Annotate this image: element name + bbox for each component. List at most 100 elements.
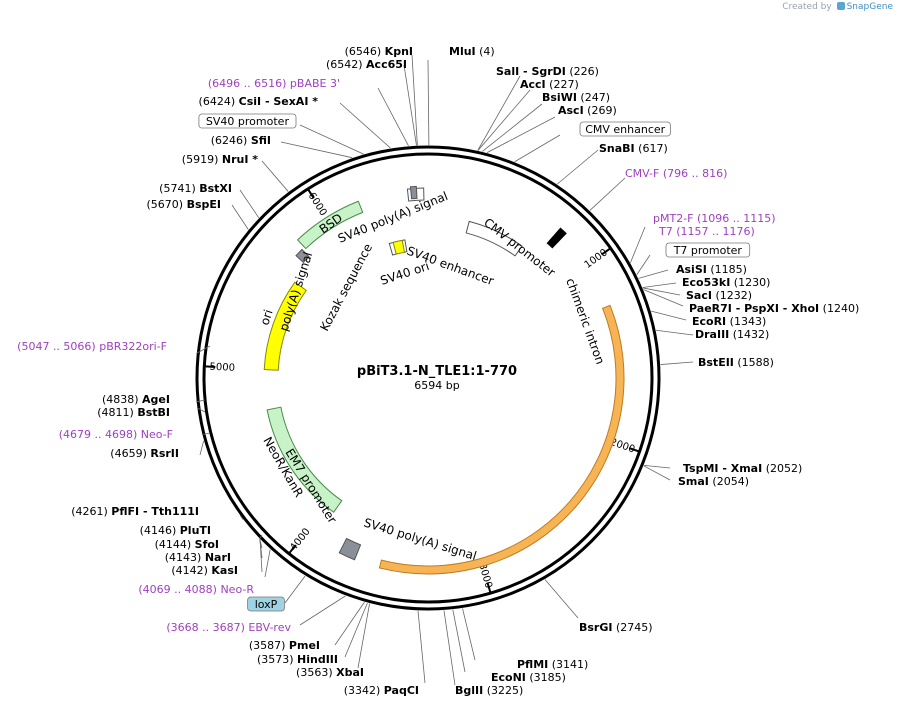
site-label: (4659) RsrII [110, 447, 179, 460]
site-text: (4811) BstBI [97, 406, 170, 419]
site-label: AscI (269) [558, 104, 617, 117]
leader-line [199, 440, 205, 456]
tick-label: 6000 [306, 191, 329, 218]
snapgene-credit: Created by SnapGene [782, 2, 893, 12]
leader-line [239, 189, 260, 219]
site-label: (4146) PluTI [140, 524, 211, 537]
site-text: BsiWI (247) [542, 91, 610, 104]
site-text: (5741) BstXI [159, 182, 232, 195]
site-text: (3573) HindIII [257, 653, 338, 666]
site-text: AsiSI (1185) [676, 263, 747, 276]
feature-ori [263, 281, 307, 371]
site-label: BstEII (1588) [698, 356, 774, 369]
site-text: PaeR7I - PspXI - XhoI (1240) [689, 302, 859, 315]
site-text: SalI - SgrDI (226) [496, 65, 599, 78]
site-box-text: loxP [255, 598, 278, 611]
site-text: (5919) NruI * [182, 153, 258, 166]
site-label: MluI (4) [449, 45, 495, 58]
leader-line [443, 610, 456, 686]
site-label: EcoNI (3185) [491, 671, 566, 684]
site-text: pMT2-F (1096 .. 1115) [653, 212, 776, 225]
site-label: AsiSI (1185) [676, 263, 747, 276]
leader-line [231, 204, 249, 230]
leader-line [201, 432, 211, 435]
tick-mark [628, 447, 639, 453]
inner-label-sv40-pa-bottom: SV40 poly(A) signal [362, 515, 478, 563]
site-label: CMV enhancer [579, 121, 671, 137]
tick-label: 5000 [209, 362, 235, 374]
site-label: SalI - SgrDI (226) [496, 65, 599, 78]
site-label: (5670) BspEI [147, 198, 222, 211]
site-label: (6496 .. 6516) pBABE 3' [208, 77, 340, 90]
leader-line [196, 345, 211, 354]
leader-line [334, 601, 365, 646]
site-text: (4069 .. 4088) Neo-R [138, 583, 254, 596]
site-text: (4144) SfoI [155, 538, 219, 551]
site-text: (6424) CsiI - SexAI * [199, 95, 319, 108]
site-label: (6246) SfiI [211, 134, 271, 147]
site-text: DraIII (1432) [695, 328, 769, 341]
site-text: (4838) AgeI [102, 393, 170, 406]
site-label: (4811) BstBI [97, 406, 170, 419]
leader-line [486, 116, 556, 153]
site-label: (3668 .. 3687) EBV-rev [166, 621, 291, 634]
site-text: SacI (1232) [686, 289, 752, 302]
inner-label-sv40-ori: SV40 ori [379, 259, 431, 288]
leader-line [259, 534, 263, 540]
site-text: (4146) PluTI [140, 524, 211, 537]
leader-line [196, 407, 206, 413]
site-text: (4659) RsrII [110, 447, 179, 460]
tick-mark [601, 247, 611, 256]
site-label: (3587) PmeI [249, 639, 320, 652]
site-text: (6496 .. 6516) pBABE 3' [208, 77, 340, 90]
feature-cmv-promoter [465, 220, 523, 257]
site-label: pMT2-F (1096 .. 1115) [653, 212, 776, 225]
feature-neor [266, 406, 343, 513]
site-text: MluI (4) [449, 45, 495, 58]
inner-label-kozak: Kozak sequence [317, 241, 375, 333]
backbone-inner-ring [202, 152, 654, 604]
feature-box-label [665, 242, 751, 258]
leader-line [651, 310, 687, 321]
site-label: CMV-F (796 .. 816) [625, 167, 727, 180]
plasmid-length: 6594 bp [414, 379, 459, 392]
leader-line [284, 575, 306, 604]
site-label: (4069 .. 4088) Neo-R [138, 583, 254, 596]
feature-bsd [296, 200, 364, 250]
feature-arrows [263, 185, 625, 575]
site-label: TspMI - XmaI (2052) [683, 462, 802, 475]
site-label: (5741) BstXI [159, 182, 232, 195]
site-label: SnaBI (617) [599, 142, 668, 155]
site-label: (4261) PflFI - Tth111I [71, 505, 199, 518]
site-text: BglII (3225) [455, 684, 523, 697]
leader-line [656, 329, 694, 336]
leader-line [299, 595, 346, 626]
feature-box-label [579, 121, 671, 137]
site-text: (4261) PflFI - Tth111I [71, 505, 199, 518]
leader-line [259, 539, 263, 573]
backbone-outer-ring [195, 145, 661, 611]
inner-label-ori: ori [258, 308, 276, 327]
site-label: T7 (1157 .. 1176) [658, 225, 755, 238]
site-leader-lines [196, 54, 694, 686]
feature-sv40-ori [392, 239, 406, 255]
plasmid-name: pBiT3.1-N_TLE1:1-770 [357, 364, 517, 379]
leader-line [643, 465, 671, 481]
leader-line [643, 289, 684, 307]
site-text: SmaI (2054) [678, 475, 749, 488]
site-text: (5047 .. 5066) pBR322ori-F [17, 340, 167, 353]
site-label: EcoRI (1343) [692, 315, 766, 328]
site-label: PaeR7I - PspXI - XhoI (1240) [689, 302, 859, 315]
site-text: AccI (227) [520, 78, 579, 91]
site-box-text: CMV enhancer [585, 123, 665, 136]
site-label: (4838) AgeI [102, 393, 170, 406]
site-text: (5670) BspEI [147, 198, 222, 211]
site-text: SnaBI (617) [599, 142, 668, 155]
site-text: (3563) XbaI [296, 666, 364, 679]
leader-line [357, 603, 370, 669]
site-label: (3563) XbaI [296, 666, 364, 679]
site-label: SacI (1232) [686, 289, 752, 302]
site-label: (5047 .. 5066) pBR322ori-F [17, 340, 167, 353]
site-label: T7 promoter [665, 242, 751, 258]
